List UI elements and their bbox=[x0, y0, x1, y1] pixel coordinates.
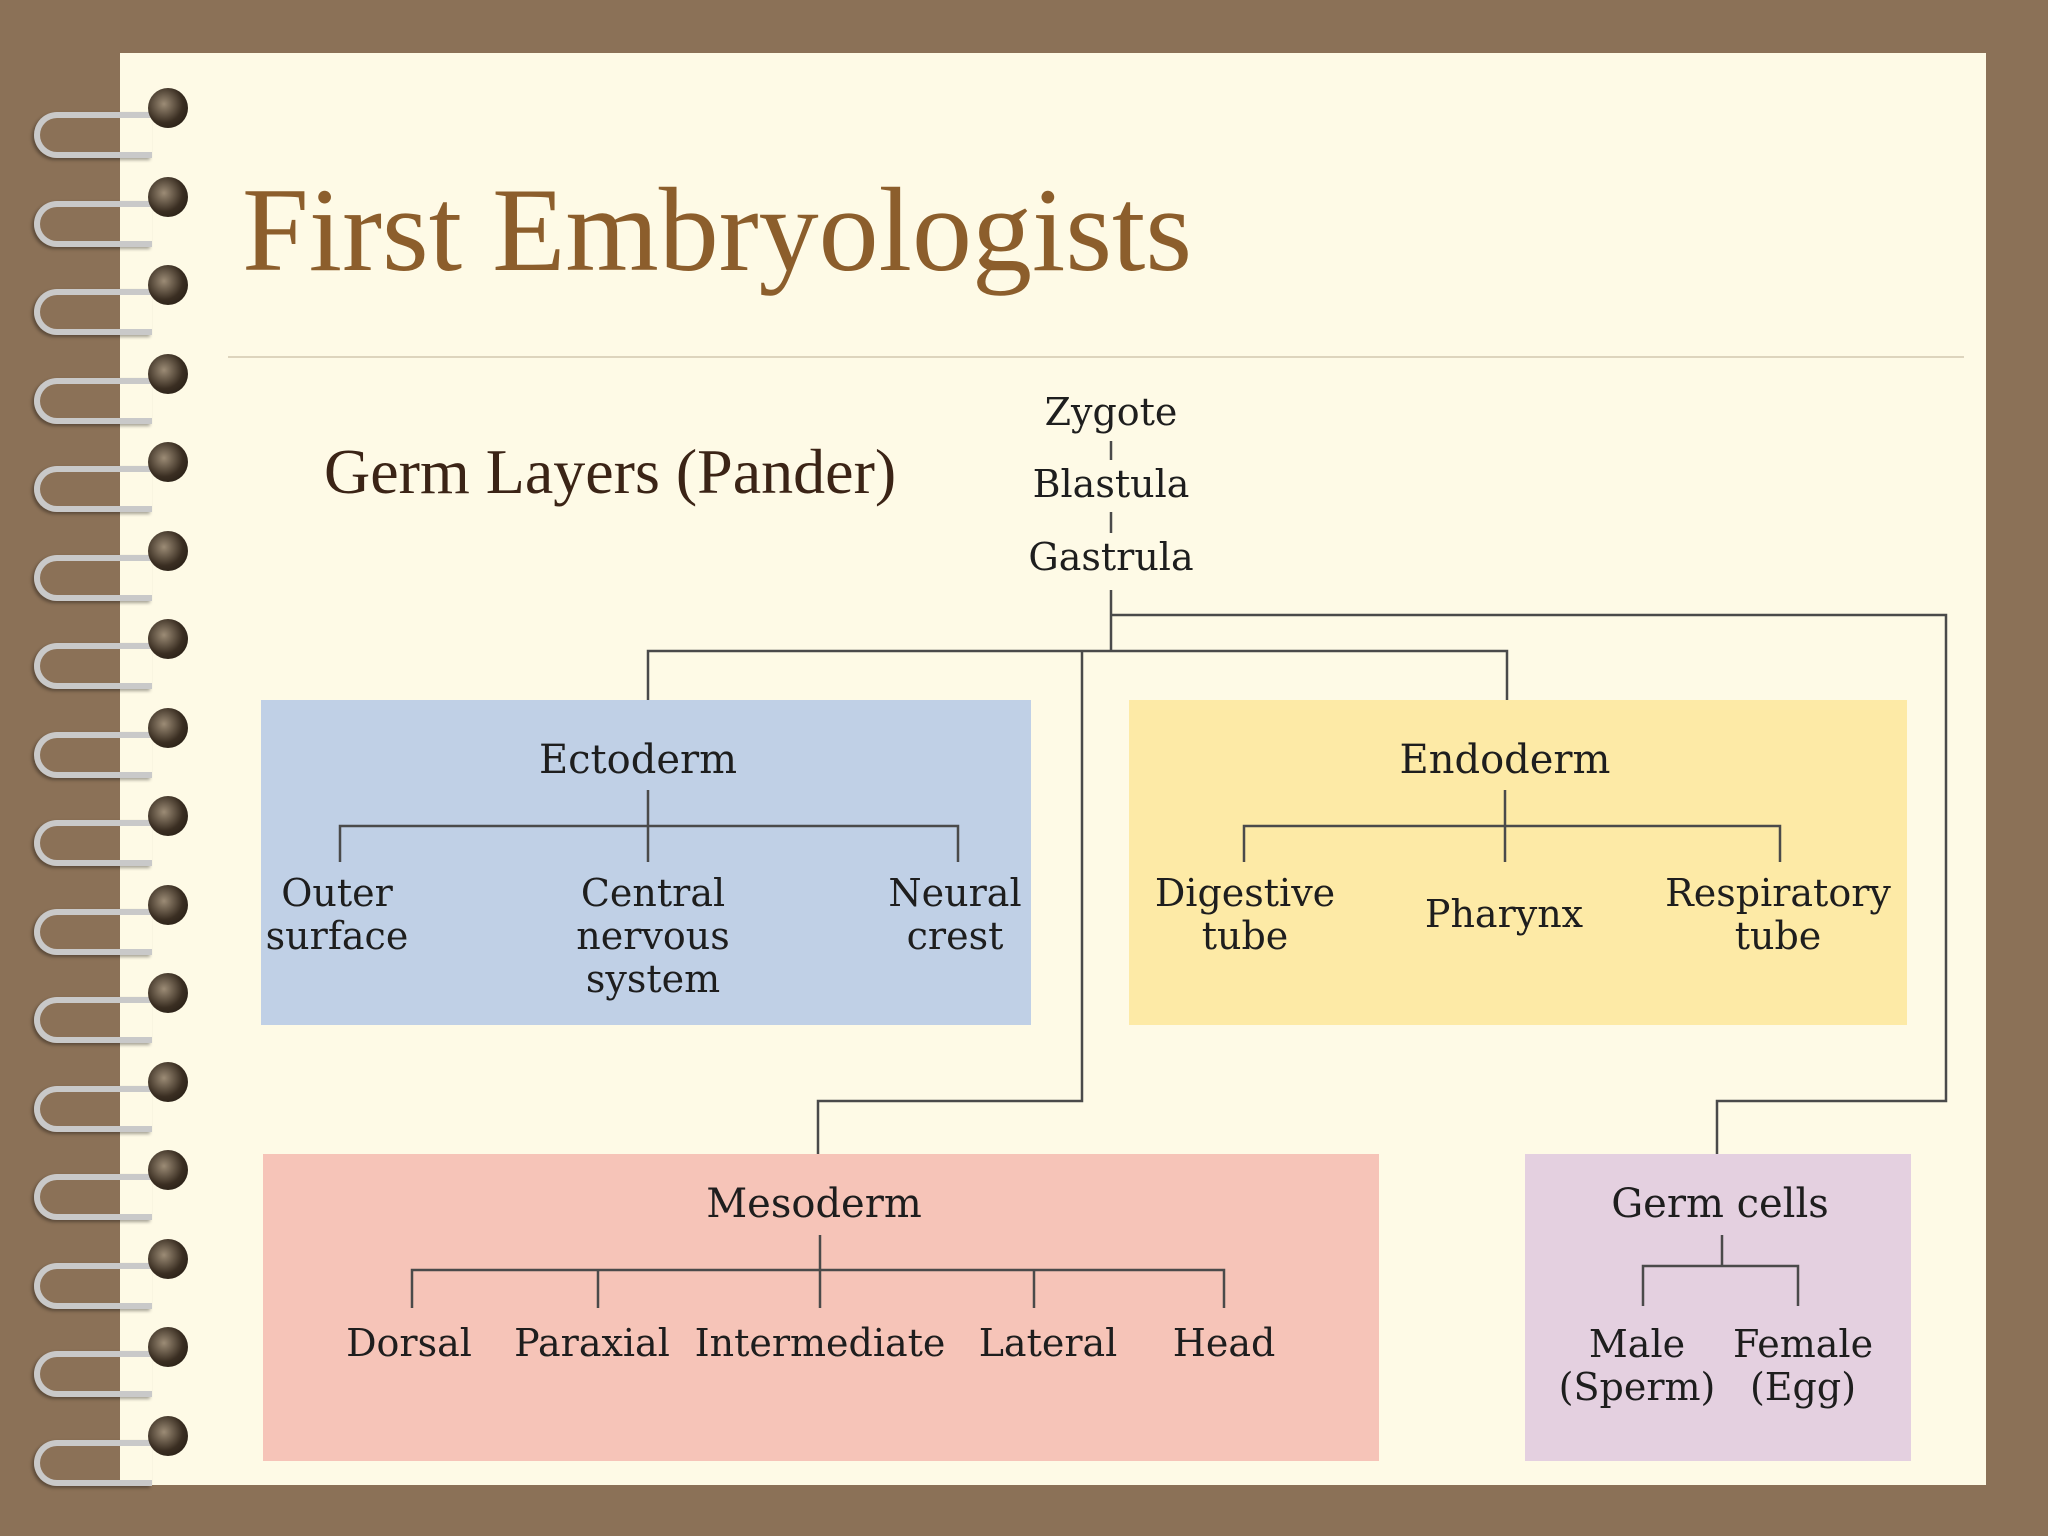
title-divider bbox=[228, 356, 1964, 358]
spiral-ring-hole bbox=[148, 1150, 188, 1190]
spiral-ring-hole bbox=[148, 353, 188, 394]
stage-blastula: Blastula bbox=[1032, 462, 1190, 506]
spiral-ring-wire bbox=[34, 554, 152, 601]
spiral-ring-hole bbox=[148, 973, 188, 1013]
mesoderm-child-intermediate: Intermediate bbox=[694, 1321, 946, 1365]
endoderm-child-pharynx: Pharynx bbox=[1424, 892, 1584, 936]
spiral-ring-hole bbox=[148, 707, 188, 748]
spiral-ring-wire bbox=[34, 731, 152, 778]
spiral-ring-wire bbox=[34, 997, 152, 1043]
spiral-ring-wire bbox=[34, 112, 152, 158]
spiral-ring-wire bbox=[34, 1085, 152, 1132]
spiral-ring-hole bbox=[148, 530, 188, 571]
mesoderm-label: Mesoderm bbox=[706, 1181, 922, 1227]
connector-branch-ecto-endo bbox=[646, 649, 1509, 700]
ectoderm-box bbox=[261, 700, 1031, 1025]
germ-cells-label: Germ cells bbox=[1611, 1181, 1829, 1227]
mesoderm-child-head: Head bbox=[1172, 1321, 1276, 1365]
connector-mesoderm-children bbox=[410, 1235, 1226, 1308]
stage-zygote: Zygote bbox=[1044, 390, 1178, 434]
spiral-ring-hole bbox=[148, 1238, 188, 1279]
spiral-ring-wire bbox=[34, 1439, 152, 1486]
connector-endoderm-children bbox=[1242, 790, 1782, 862]
spiral-ring-wire bbox=[34, 820, 152, 866]
spiral-ring-wire bbox=[34, 289, 152, 335]
spiral-ring-hole bbox=[148, 265, 188, 305]
spiral-ring-hole bbox=[148, 442, 188, 482]
diagram-subtitle: Germ Layers (Pander) bbox=[324, 436, 897, 507]
spiral-ring-wire bbox=[34, 377, 152, 424]
mesoderm-child-dorsal: Dorsal bbox=[346, 1321, 472, 1365]
spiral-ring-wire bbox=[34, 908, 152, 955]
spiral-ring-hole bbox=[148, 1061, 188, 1102]
stage-gastrula: Gastrula bbox=[1028, 535, 1194, 579]
endoderm-box bbox=[1129, 700, 1907, 1025]
spiral-ring-hole bbox=[148, 884, 188, 925]
connector-germ-children bbox=[1641, 1235, 1800, 1306]
spiral-ring-hole bbox=[148, 1327, 188, 1367]
connector-branch-germ-cells bbox=[1111, 613, 1948, 1154]
connector-branch-mesoderm bbox=[816, 651, 1084, 1154]
page-title: First Embryologists bbox=[242, 163, 1193, 296]
ectoderm-label: Ectoderm bbox=[538, 737, 738, 783]
spiral-ring-hole bbox=[148, 619, 188, 659]
germ-child-female: Female(Egg) bbox=[1732, 1322, 1874, 1409]
spiral-ring-wire bbox=[34, 1174, 152, 1220]
spiral-ring-hole bbox=[148, 1415, 188, 1456]
germ-cells-box bbox=[1525, 1154, 1911, 1461]
spiral-ring-hole bbox=[148, 176, 188, 217]
connector-ectoderm-children bbox=[338, 790, 960, 862]
spiral-ring-wire bbox=[34, 466, 152, 512]
mesoderm-child-lateral: Lateral bbox=[978, 1321, 1118, 1365]
spiral-ring-wire bbox=[34, 643, 152, 689]
spiral-ring-wire bbox=[34, 1262, 152, 1309]
mesoderm-child-paraxial: Paraxial bbox=[514, 1321, 670, 1365]
spiral-ring-hole bbox=[148, 88, 188, 128]
spiral-ring-wire bbox=[34, 1351, 152, 1397]
germ-child-male: Male(Sperm) bbox=[1558, 1322, 1716, 1409]
spiral-ring-hole bbox=[148, 796, 188, 836]
spiral-ring-wire bbox=[34, 200, 152, 247]
endoderm-label: Endoderm bbox=[1399, 737, 1611, 783]
